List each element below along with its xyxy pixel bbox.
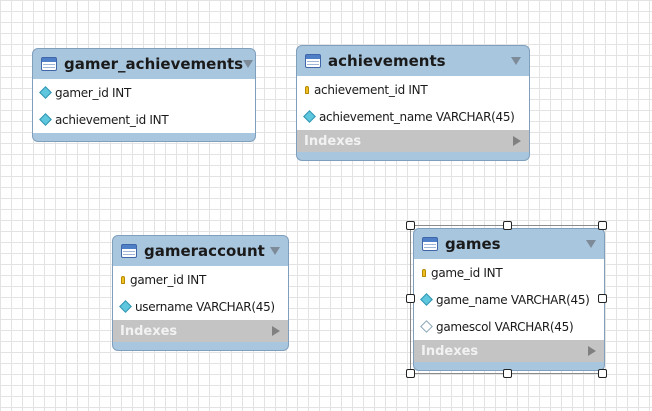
- table-games[interactable]: games game_id INT game_name VARCHAR(45) …: [413, 228, 605, 371]
- table-gameraccount[interactable]: gameraccount gamer_id INT username VARCH…: [112, 235, 289, 351]
- column-diamond-icon: [420, 293, 433, 306]
- column-diamond-icon: [39, 86, 52, 99]
- column-row[interactable]: game_name VARCHAR(45): [414, 286, 604, 313]
- resize-handle-bottom[interactable]: [503, 369, 512, 378]
- table-gamer-achievements[interactable]: gamer_achievements gamer_id INT achievem…: [32, 48, 256, 142]
- collapse-arrow-icon[interactable]: [586, 240, 596, 248]
- column-list: game_id INT game_name VARCHAR(45) gamesc…: [414, 259, 604, 340]
- table-name: achievements: [328, 52, 446, 70]
- column-row[interactable]: gamer_id INT: [33, 79, 255, 106]
- resize-handle-left[interactable]: [406, 294, 415, 303]
- column-row[interactable]: achievement_id INT: [297, 76, 529, 103]
- indexes-label: Indexes: [304, 133, 362, 149]
- expand-arrow-icon[interactable]: [272, 326, 280, 336]
- column-diamond-icon: [119, 300, 132, 313]
- resize-handle-bottom-left[interactable]: [406, 369, 415, 378]
- indexes-label: Indexes: [421, 343, 479, 359]
- table-icon: [41, 57, 57, 71]
- primary-key-icon: [305, 85, 309, 94]
- table-achievements[interactable]: achievements achievement_id INT achievem…: [296, 45, 530, 161]
- table-icon: [121, 244, 137, 258]
- expand-arrow-icon[interactable]: [513, 136, 521, 146]
- column-row[interactable]: gamer_id INT: [113, 266, 288, 293]
- column-diamond-icon: [303, 110, 316, 123]
- table-icon: [305, 54, 321, 68]
- column-row[interactable]: game_id INT: [414, 259, 604, 286]
- table-name: gamer_achievements: [64, 55, 244, 73]
- indexes-section[interactable]: Indexes: [414, 340, 604, 362]
- resize-handle-top[interactable]: [503, 221, 512, 230]
- column-label: achievement_id INT: [55, 112, 169, 127]
- table-name: gameraccount: [144, 242, 265, 260]
- column-label: gamer_id INT: [130, 272, 206, 287]
- resize-handle-bottom-right[interactable]: [598, 369, 607, 378]
- resize-handle-top-left[interactable]: [406, 221, 415, 230]
- column-list: gamer_id INT username VARCHAR(45): [113, 266, 288, 320]
- resize-handle-top-right[interactable]: [598, 221, 607, 230]
- column-label: achievement_name VARCHAR(45): [319, 109, 515, 124]
- primary-key-icon: [121, 275, 125, 284]
- column-row[interactable]: achievement_name VARCHAR(45): [297, 103, 529, 130]
- expand-arrow-icon[interactable]: [588, 346, 596, 356]
- column-row[interactable]: username VARCHAR(45): [113, 293, 288, 320]
- table-footer: [113, 342, 288, 350]
- collapse-arrow-icon[interactable]: [243, 60, 254, 68]
- resize-handle-right[interactable]: [598, 294, 607, 303]
- indexes-section[interactable]: Indexes: [113, 320, 288, 342]
- column-label: game_id INT: [431, 265, 503, 280]
- column-hollow-diamond-icon: [420, 320, 433, 333]
- column-diamond-icon: [39, 113, 52, 126]
- column-label: gamer_id INT: [55, 85, 131, 100]
- table-footer: [33, 133, 255, 141]
- table-header[interactable]: achievements: [297, 46, 529, 76]
- column-row[interactable]: achievement_id INT: [33, 106, 255, 133]
- table-name: games: [445, 235, 501, 253]
- column-list: gamer_id INT achievement_id INT: [33, 79, 255, 133]
- table-icon: [422, 237, 438, 251]
- table-footer: [297, 152, 529, 160]
- column-label: game_name VARCHAR(45): [436, 292, 590, 307]
- column-list: achievement_id INT achievement_name VARC…: [297, 76, 529, 130]
- table-header[interactable]: games: [414, 229, 604, 259]
- indexes-label: Indexes: [120, 323, 178, 339]
- collapse-arrow-icon[interactable]: [511, 57, 521, 65]
- column-label: username VARCHAR(45): [135, 299, 275, 314]
- collapse-arrow-icon[interactable]: [270, 247, 280, 255]
- column-row[interactable]: gamescol VARCHAR(45): [414, 313, 604, 340]
- column-label: gamescol VARCHAR(45): [436, 319, 574, 334]
- table-header[interactable]: gamer_achievements: [33, 49, 255, 79]
- table-header[interactable]: gameraccount: [113, 236, 288, 266]
- column-label: achievement_id INT: [314, 82, 428, 97]
- indexes-section[interactable]: Indexes: [297, 130, 529, 152]
- primary-key-icon: [422, 268, 426, 277]
